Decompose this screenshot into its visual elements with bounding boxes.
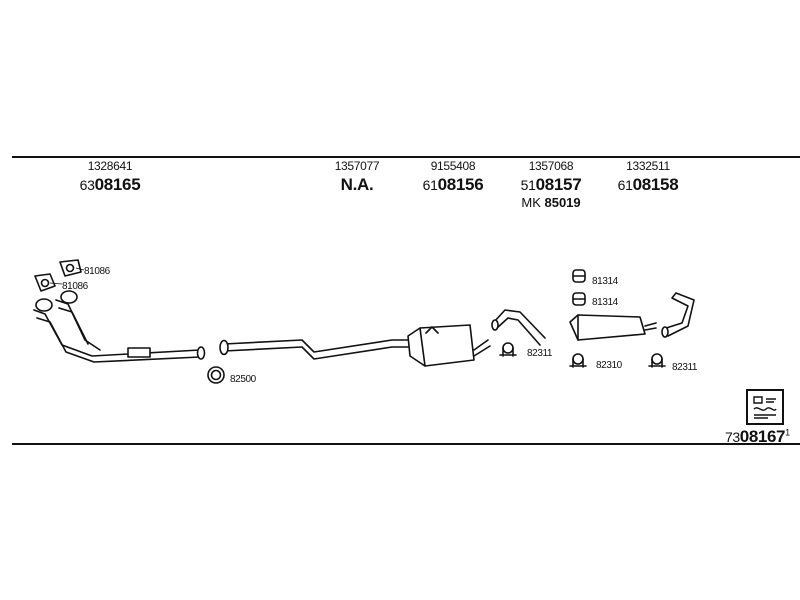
clamp-icon[interactable] bbox=[499, 342, 517, 357]
kit-number[interactable]: 6308165 bbox=[79, 175, 141, 194]
mounting-kit-number[interactable]: MK 85019 bbox=[521, 195, 581, 210]
part-number: 1357068 bbox=[528, 159, 574, 173]
callout-clamp-c[interactable]: 82311 bbox=[672, 362, 698, 373]
leader-lines bbox=[49, 267, 85, 285]
center-pipe[interactable] bbox=[491, 309, 546, 346]
sealing-ring-icon[interactable] bbox=[207, 366, 225, 384]
parts-catalog-logo-icon bbox=[746, 389, 784, 425]
column-4: 1357068 5108157 MK 85019 bbox=[501, 160, 601, 209]
gasket-icon[interactable] bbox=[59, 259, 82, 277]
column-1: 1328641 6308165 bbox=[60, 160, 160, 193]
rear-silencer[interactable] bbox=[569, 314, 657, 341]
kit-number[interactable]: N.A. bbox=[340, 175, 374, 194]
rubber-mount-icon[interactable] bbox=[572, 292, 586, 306]
column-2: 1357077 N.A. bbox=[307, 160, 407, 193]
kit-number[interactable]: 6108158 bbox=[617, 175, 679, 194]
rubber-mount-icon[interactable] bbox=[572, 269, 586, 283]
part-number: 1332511 bbox=[626, 159, 670, 173]
column-3: 9155408 6108156 bbox=[403, 160, 503, 193]
reference-number[interactable]: 73081671 bbox=[725, 427, 790, 446]
callout-rubber-upper[interactable]: 81314 bbox=[592, 276, 618, 287]
part-number: 1328641 bbox=[87, 159, 133, 173]
bottom-rule bbox=[12, 443, 800, 445]
part-number: 9155408 bbox=[430, 159, 476, 173]
callout-clamp-a[interactable]: 82311 bbox=[527, 348, 553, 359]
callout-clamp-b[interactable]: 82310 bbox=[596, 360, 622, 371]
front-downpipe[interactable] bbox=[33, 290, 206, 363]
clamp-icon[interactable] bbox=[648, 353, 666, 368]
callout-gasket-upper[interactable]: 81086 bbox=[84, 266, 110, 277]
tail-pipe[interactable] bbox=[661, 292, 695, 338]
kit-number[interactable]: 5108157 bbox=[520, 175, 582, 194]
callout-rubber-lower[interactable]: 81314 bbox=[592, 297, 618, 308]
clamp-icon[interactable] bbox=[569, 353, 587, 368]
gasket-icon[interactable] bbox=[34, 273, 56, 292]
kit-number[interactable]: 6108156 bbox=[422, 175, 484, 194]
top-rule bbox=[12, 156, 800, 158]
callout-gasket-lower[interactable]: 81086 bbox=[62, 281, 88, 292]
column-5: 1332511 6108158 bbox=[598, 160, 698, 193]
part-number: 1357077 bbox=[334, 159, 380, 173]
intermediate-pipe[interactable] bbox=[219, 324, 491, 367]
callout-ring[interactable]: 82500 bbox=[230, 374, 256, 385]
